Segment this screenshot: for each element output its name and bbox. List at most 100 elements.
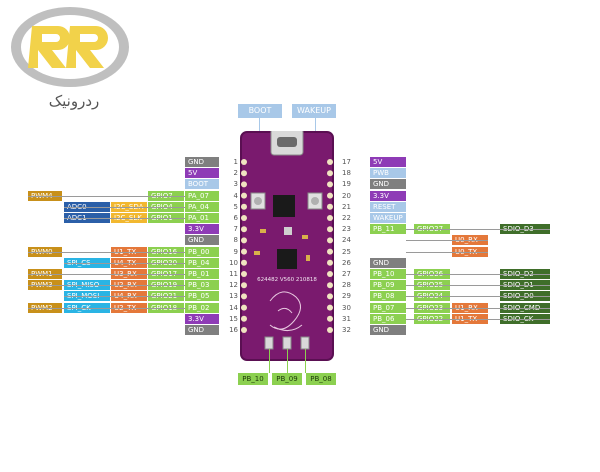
- pin-number: 23: [342, 225, 351, 234]
- pin-number: 9: [233, 247, 238, 256]
- edge-pad: [327, 181, 333, 188]
- pin-connector-line: [28, 285, 185, 287]
- pin-label: 5V: [370, 157, 406, 167]
- pin-connector-line: [28, 251, 185, 253]
- bottom-pin-label: PB_08: [306, 373, 336, 385]
- pin-number: 17: [342, 158, 351, 166]
- pin-number: 5: [233, 202, 238, 211]
- pin-label: PB_02: [185, 302, 219, 313]
- edge-pad: [241, 203, 247, 210]
- pcb: [240, 131, 334, 361]
- edge-pad: [327, 259, 333, 266]
- edge-pad: [241, 282, 247, 289]
- edge-pad: [241, 192, 247, 199]
- pin-connector-line: [406, 307, 550, 309]
- pin-number: 32: [342, 326, 351, 334]
- pin-number: 3: [233, 180, 238, 189]
- boot-button-part: [250, 192, 266, 210]
- logo: ردرونیک: [10, 6, 150, 116]
- usb-c-connector: [270, 128, 304, 156]
- pin-connector-line: [28, 307, 185, 309]
- pin-number: 6: [233, 214, 238, 222]
- pin-connector-line: [406, 229, 550, 231]
- bottom-wire: [287, 349, 288, 373]
- edge-pad: [241, 181, 247, 188]
- pin-connector-line: [406, 240, 488, 242]
- pin-number: 18: [342, 169, 351, 178]
- pin-connector-line: [64, 206, 185, 208]
- edge-pad: [241, 159, 247, 165]
- edge-pad: [327, 327, 333, 333]
- pin-connector-line: [406, 251, 488, 253]
- edge-pad: [241, 170, 247, 177]
- wakeup-label: WAKEUP: [292, 104, 336, 118]
- pin-label: GND: [185, 157, 219, 167]
- pin-connector-line: [406, 318, 550, 320]
- edge-pad: [241, 248, 247, 255]
- edge-pad: [327, 159, 333, 165]
- pin-label: GND: [185, 235, 219, 246]
- main-chip: [277, 249, 297, 269]
- pin-number: 14: [229, 303, 238, 312]
- pin-number: 24: [342, 236, 351, 245]
- wakeup-button-part: [307, 192, 323, 210]
- pin-connector-line: [28, 274, 185, 275]
- pin-number: 15: [229, 314, 238, 323]
- pin-label: PA_07: [185, 190, 219, 201]
- pin-label: PB_01: [185, 269, 219, 279]
- pin-number: 28: [342, 281, 351, 290]
- pin-label: PB_09: [370, 280, 406, 291]
- pin-label: GND: [185, 325, 219, 335]
- pin-label: PB_00: [185, 246, 219, 257]
- edge-pad: [327, 226, 333, 233]
- logo-mark: [11, 7, 129, 87]
- pin-number: 21: [342, 202, 351, 211]
- pin-label: BOOT: [185, 179, 219, 190]
- pin-label: PB_10: [370, 269, 406, 279]
- edge-pad: [327, 203, 333, 210]
- edge-pad: [241, 327, 247, 333]
- pin-label: PB_08: [370, 291, 406, 302]
- pin-label: GND: [370, 179, 406, 190]
- pin-label: GND: [370, 257, 406, 268]
- pin-label: 3.3V: [370, 190, 406, 201]
- pin-connector-line: [64, 262, 185, 264]
- pin-label: RESET: [370, 201, 406, 212]
- silkscreen-art: [269, 291, 303, 331]
- pin-number: 16: [229, 326, 238, 334]
- pin-label: PB_03: [185, 280, 219, 291]
- edge-pad: [241, 226, 247, 233]
- pin-number: 4: [233, 191, 238, 200]
- pin-label: 3.3V: [185, 313, 219, 324]
- edge-pad: [241, 304, 247, 311]
- pin-number: 11: [229, 270, 238, 278]
- bottom-wire: [269, 349, 270, 373]
- pin-number: 2: [233, 169, 238, 178]
- pin-label: 5V: [185, 168, 219, 179]
- edge-pad: [327, 170, 333, 177]
- edge-pad: [241, 271, 247, 277]
- pin-number: 30: [342, 303, 351, 312]
- edge-pad: [327, 215, 333, 221]
- logo-letter-right: [66, 26, 108, 68]
- pin-number: 1: [233, 158, 238, 166]
- pin-connector-line: [406, 274, 550, 275]
- pin-number: 7: [233, 225, 238, 234]
- bottom-pin-label: PB_10: [238, 373, 268, 385]
- logo-letter-left: [28, 26, 70, 68]
- pin-connector-line: [406, 285, 550, 287]
- bottom-header: [264, 336, 310, 350]
- edge-pad: [327, 271, 333, 277]
- pin-number: 12: [229, 281, 238, 290]
- pin-connector-line: [406, 296, 550, 298]
- pin-label: PA_04: [185, 201, 219, 212]
- pin-label: PB_11: [370, 224, 406, 235]
- pin-label: GND: [370, 325, 406, 335]
- edge-pad: [241, 315, 247, 322]
- pin-label: PB_05: [185, 291, 219, 302]
- board: 624482 V560 210818: [240, 128, 334, 361]
- pin-label: WAKEUP: [370, 213, 406, 223]
- bottom-wire: [305, 349, 306, 373]
- pin-number: 27: [342, 270, 351, 278]
- pin-number: 25: [342, 247, 351, 256]
